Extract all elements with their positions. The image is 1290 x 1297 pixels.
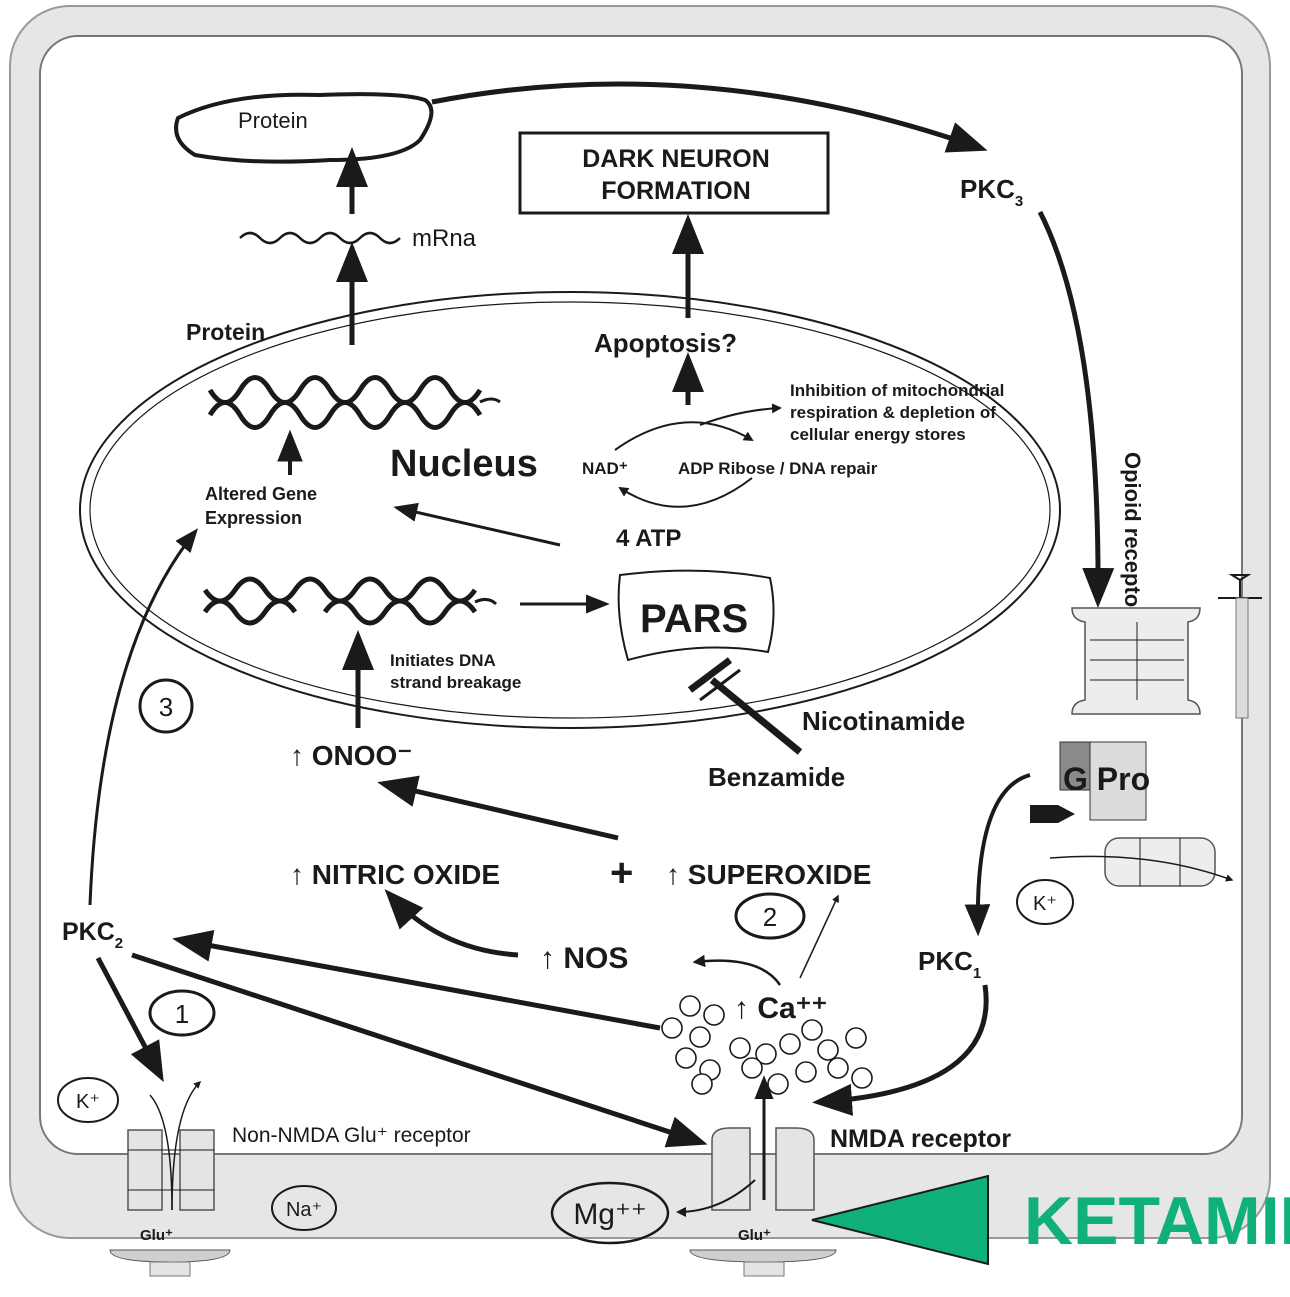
plus-sign: + xyxy=(610,851,633,895)
nucleus-label: Nucleus xyxy=(390,443,538,485)
inhibition-line1: Inhibition of mitochondrial xyxy=(790,381,1004,400)
step3-number: 3 xyxy=(159,692,173,722)
altered-gene-line2: Expression xyxy=(205,508,302,528)
initiates-line2: strand breakage xyxy=(390,673,521,692)
step2-number: 2 xyxy=(763,902,777,932)
altered-gene-line1: Altered Gene xyxy=(205,484,317,504)
inhibition-line2: respiration & depletion of xyxy=(790,403,996,422)
nad-label: NAD⁺ xyxy=(582,459,628,478)
glu-right-label: Glu⁺ xyxy=(738,1227,771,1244)
k-right-label: K⁺ xyxy=(1033,893,1057,915)
non-nmda-label: Non-NMDA Glu⁺ receptor xyxy=(232,1124,471,1147)
protein-top-label: Protein xyxy=(238,108,308,133)
k-left-label: K⁺ xyxy=(76,1091,100,1113)
step1-number: 1 xyxy=(175,999,189,1029)
atp-label: 4 ATP xyxy=(616,525,681,552)
g-protein-label: G Pro xyxy=(1063,761,1150,797)
na-label: Na⁺ xyxy=(286,1199,322,1221)
superoxide-label: ↑ SUPEROXIDE xyxy=(666,859,871,890)
nicotinamide-label: Nicotinamide xyxy=(802,706,965,736)
dark-neuron-line2: FORMATION xyxy=(601,177,751,205)
inhibition-line3: cellular energy stores xyxy=(790,425,966,444)
mrna-label: mRna xyxy=(412,225,477,252)
apoptosis-label: Apoptosis? xyxy=(594,328,737,358)
initiates-line1: Initiates DNA xyxy=(390,651,496,670)
mg-label: Mg⁺⁺ xyxy=(573,1198,646,1231)
nmda-label: NMDA receptor xyxy=(830,1125,1011,1153)
opioid-receptor-label: Opioid receptor xyxy=(1120,452,1145,616)
adp-ribose-label: ADP Ribose / DNA repair xyxy=(678,459,878,478)
pars-label: PARS xyxy=(640,597,748,641)
nitric-oxide-label: ↑ NITRIC OXIDE xyxy=(290,859,500,890)
benzamide-label: Benzamide xyxy=(708,762,845,792)
nos-label: ↑ NOS xyxy=(540,942,628,975)
protein-left-label: Protein xyxy=(186,319,265,345)
glu-left-label: Glu⁺ xyxy=(140,1227,173,1244)
dark-neuron-line1: DARK NEURON xyxy=(582,145,770,173)
onoo-label: ↑ ONOO⁻ xyxy=(290,740,412,771)
ketamine-label: KETAMINE xyxy=(1024,1183,1290,1259)
